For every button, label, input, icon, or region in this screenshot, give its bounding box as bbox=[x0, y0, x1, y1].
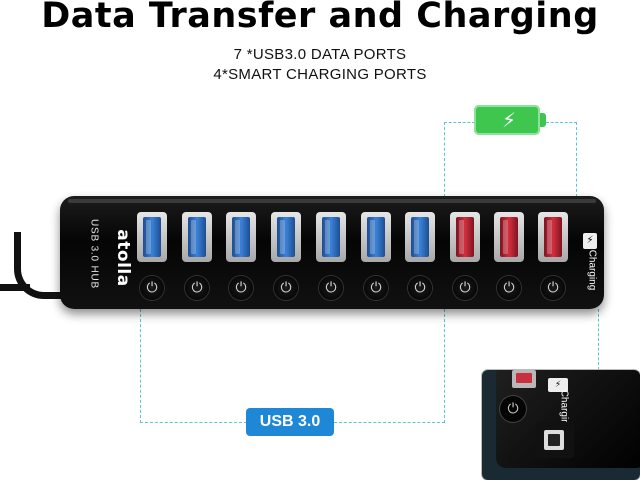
dashed-line-usb-right bbox=[334, 309, 445, 423]
battery-icon: ⚡ bbox=[474, 105, 540, 135]
battery-cap bbox=[540, 113, 546, 127]
inset-charging-indicator-icon: ⚡ bbox=[548, 378, 568, 392]
power-icon[interactable]: ⏻ bbox=[274, 276, 298, 300]
inset-charging-port bbox=[512, 370, 536, 388]
power-icon[interactable]: ⏻ bbox=[185, 276, 209, 300]
inset-side-port bbox=[544, 430, 564, 450]
usb-data-port bbox=[316, 212, 346, 262]
hub-top-edge bbox=[68, 199, 596, 203]
power-icon[interactable]: ⏻ bbox=[364, 276, 388, 300]
inset-closeup: ⏻ ⚡ Charging bbox=[482, 370, 640, 480]
power-icon[interactable]: ⏻ bbox=[229, 276, 253, 300]
lightning-bolt-icon: ⚡ bbox=[502, 108, 517, 132]
usb-data-port bbox=[182, 212, 212, 262]
dashed-line-battery-left bbox=[444, 122, 475, 197]
usb-3-badge: USB 3.0 bbox=[246, 408, 334, 436]
page-title: Data Transfer and Charging bbox=[41, 0, 599, 36]
dashed-line-inset bbox=[562, 309, 599, 370]
hub-model-label: USB 3.0 HUB bbox=[88, 219, 100, 289]
power-icon[interactable]: ⏻ bbox=[453, 276, 477, 300]
brand-logo: atolla bbox=[113, 229, 133, 287]
power-icon[interactable]: ⏻ bbox=[319, 276, 343, 300]
subtitle-data-ports: 7 *USB3.0 DATA PORTS bbox=[233, 46, 407, 63]
subtitle-charging-ports: 4*SMART CHARGING PORTS bbox=[213, 66, 427, 83]
usb-charging-port bbox=[538, 212, 568, 262]
usb-data-port bbox=[405, 212, 435, 262]
usb-data-port bbox=[271, 212, 301, 262]
hub-cable bbox=[14, 232, 73, 299]
usb-data-port bbox=[361, 212, 391, 262]
power-icon[interactable]: ⏻ bbox=[408, 276, 432, 300]
power-icon[interactable]: ⏻ bbox=[541, 276, 565, 300]
charging-indicator-icon: ⚡ bbox=[583, 233, 597, 249]
power-icon[interactable]: ⏻ bbox=[497, 276, 521, 300]
usb-charging-port bbox=[494, 212, 524, 262]
usb-data-port bbox=[226, 212, 256, 262]
charging-label: Charging bbox=[586, 249, 598, 291]
dashed-line-battery-right bbox=[546, 122, 577, 197]
power-icon[interactable]: ⏻ bbox=[140, 276, 164, 300]
usb-data-port bbox=[137, 212, 167, 262]
usb-charging-port bbox=[450, 212, 480, 262]
hub-cable-end bbox=[0, 284, 30, 291]
dashed-line-usb-left bbox=[140, 309, 247, 423]
inset-power-icon: ⏻ bbox=[500, 396, 526, 422]
